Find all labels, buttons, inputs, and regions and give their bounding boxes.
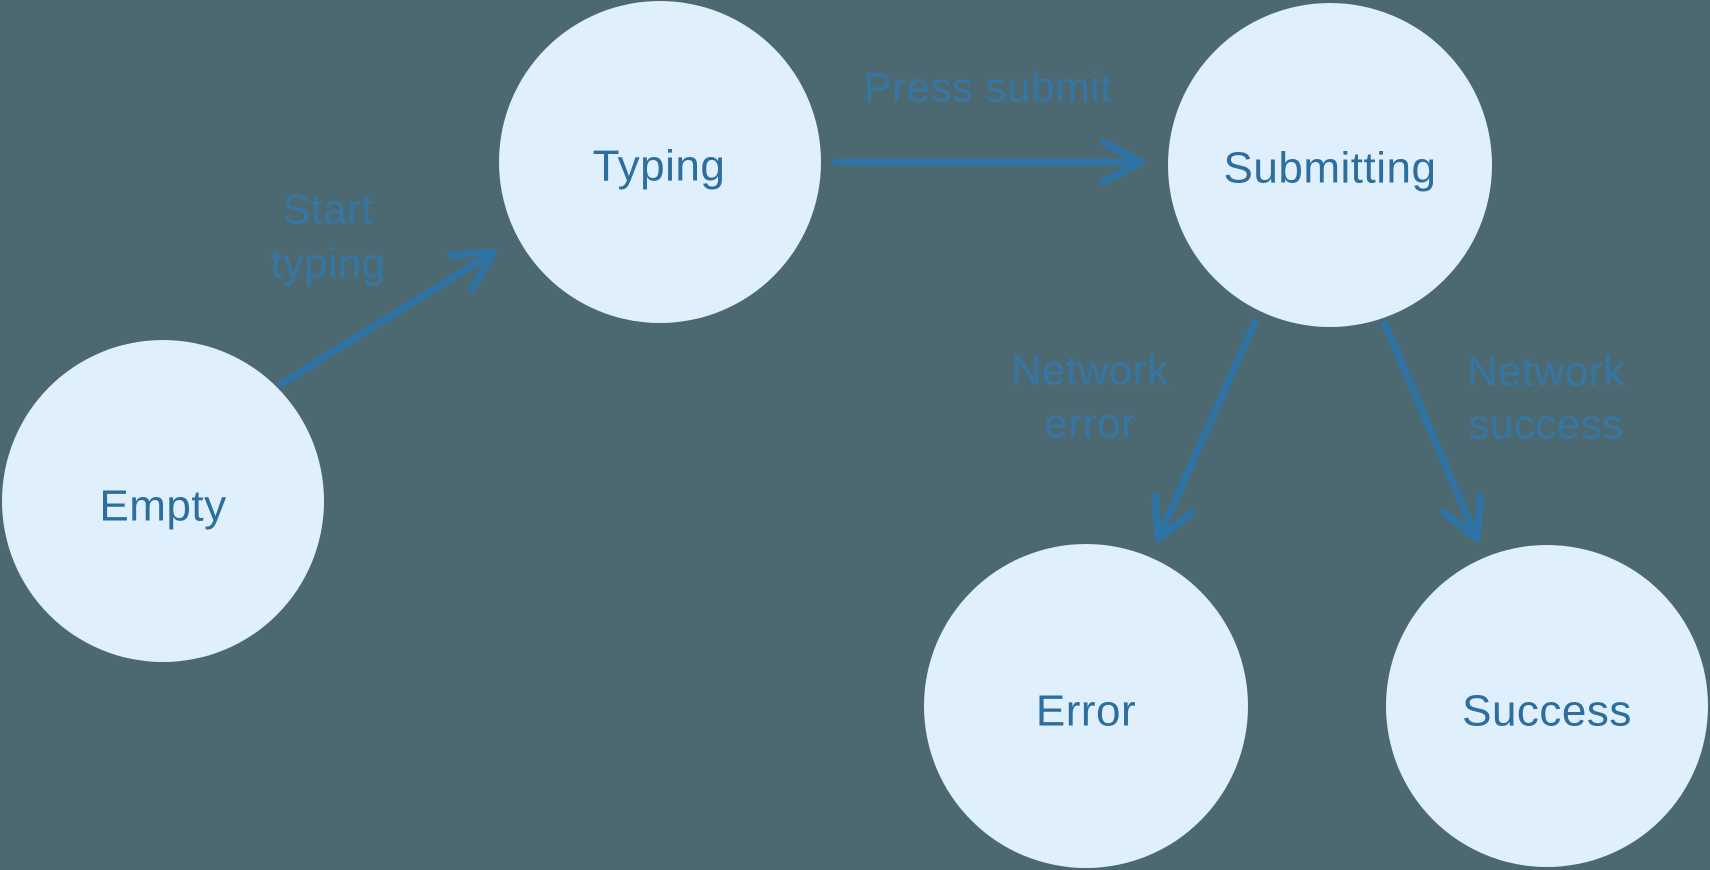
transition-arrow-empty-typing — [277, 248, 498, 388]
transition-label-start-typing-line2: typing — [270, 240, 385, 287]
transition-label-network-success-line1: Network — [1467, 348, 1625, 395]
transition-label-network-error-line1: Network — [1011, 347, 1169, 394]
state-node-typing — [499, 1, 821, 323]
state-node-submitting — [1168, 3, 1492, 327]
state-label-success: Success — [1462, 687, 1632, 736]
transition-arrow-submitting-success — [1381, 320, 1484, 543]
state-node-error — [924, 544, 1248, 868]
state-label-typing: Typing — [593, 142, 726, 191]
state-node-empty — [2, 340, 324, 662]
state-label-submitting: Submitting — [1224, 144, 1437, 193]
transition-label-network-error-line2: error — [1044, 400, 1135, 447]
state-label-empty: Empty — [99, 482, 226, 531]
state-node-success — [1386, 545, 1708, 867]
transition-label-start-typing-line1: Start — [282, 186, 373, 233]
state-label-error: Error — [1036, 687, 1136, 736]
transition-arrow-submitting-error — [1151, 318, 1259, 543]
transition-label-press-submit: Press submit — [864, 64, 1113, 111]
transition-label-network-success-line2: success — [1468, 401, 1623, 448]
